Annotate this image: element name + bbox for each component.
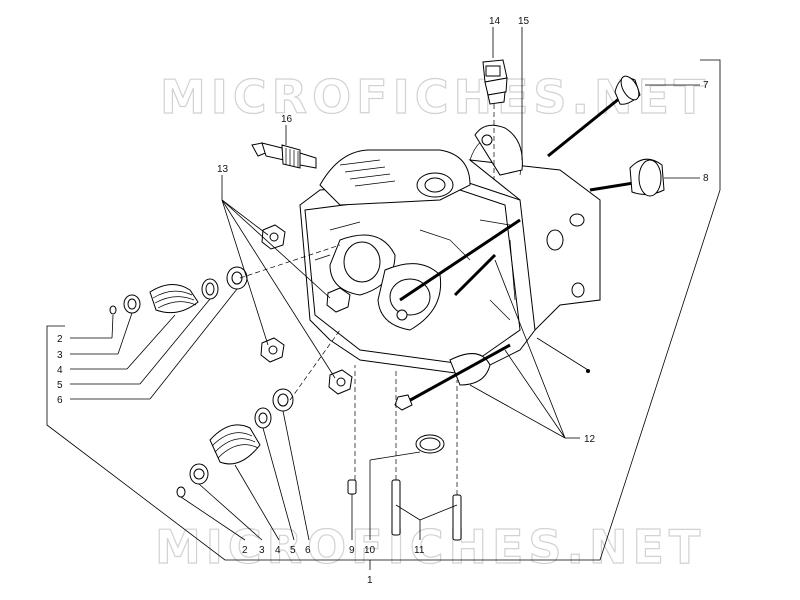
- cylinder-head: [299, 124, 601, 386]
- callout-12: 12: [584, 434, 596, 445]
- callout-14: 14: [489, 16, 501, 27]
- callout-13: 13: [217, 164, 229, 175]
- intake-valve: [589, 158, 665, 197]
- callout-7: 7: [703, 80, 709, 91]
- callout-15: 15: [518, 16, 530, 27]
- callout-2-upper: 2: [57, 334, 63, 345]
- callout-6-lower: 6: [305, 545, 311, 556]
- callout-10: 10: [364, 545, 376, 556]
- callout-16: 16: [281, 114, 293, 125]
- callout-6-upper: 6: [57, 395, 63, 406]
- callout-4-lower: 4: [275, 545, 281, 556]
- callout-8: 8: [703, 173, 709, 184]
- lower-valve-train: [176, 388, 294, 498]
- spark-plug: [251, 142, 317, 169]
- assembly-bracket: [46, 59, 721, 570]
- callout-2-lower: 2: [242, 545, 248, 556]
- callout-5-lower: 5: [290, 545, 296, 556]
- exhaust-valve: [547, 75, 641, 158]
- callout-1: 1: [367, 575, 373, 586]
- flange-nuts: [260, 224, 353, 395]
- callout-4-upper: 4: [57, 365, 63, 376]
- callout-labels: 14 15 7 8 16 13 2 3 4 5 6 12 2 3 4 5 6 9…: [57, 16, 709, 586]
- upper-valve-train: [109, 266, 248, 315]
- watermark-top: MICROFICHES.NET: [160, 70, 710, 124]
- callout-3-upper: 3: [57, 350, 63, 361]
- callout-11: 11: [414, 545, 425, 556]
- watermark-bottom: MICROFICHES.NET: [155, 520, 705, 574]
- callout-9: 9: [349, 545, 355, 556]
- leader-lines: [70, 27, 700, 541]
- callout-3-lower: 3: [259, 545, 265, 556]
- head-bolts: [394, 218, 521, 411]
- callout-5-upper: 5: [57, 380, 63, 391]
- temperature-sensor: [482, 59, 508, 105]
